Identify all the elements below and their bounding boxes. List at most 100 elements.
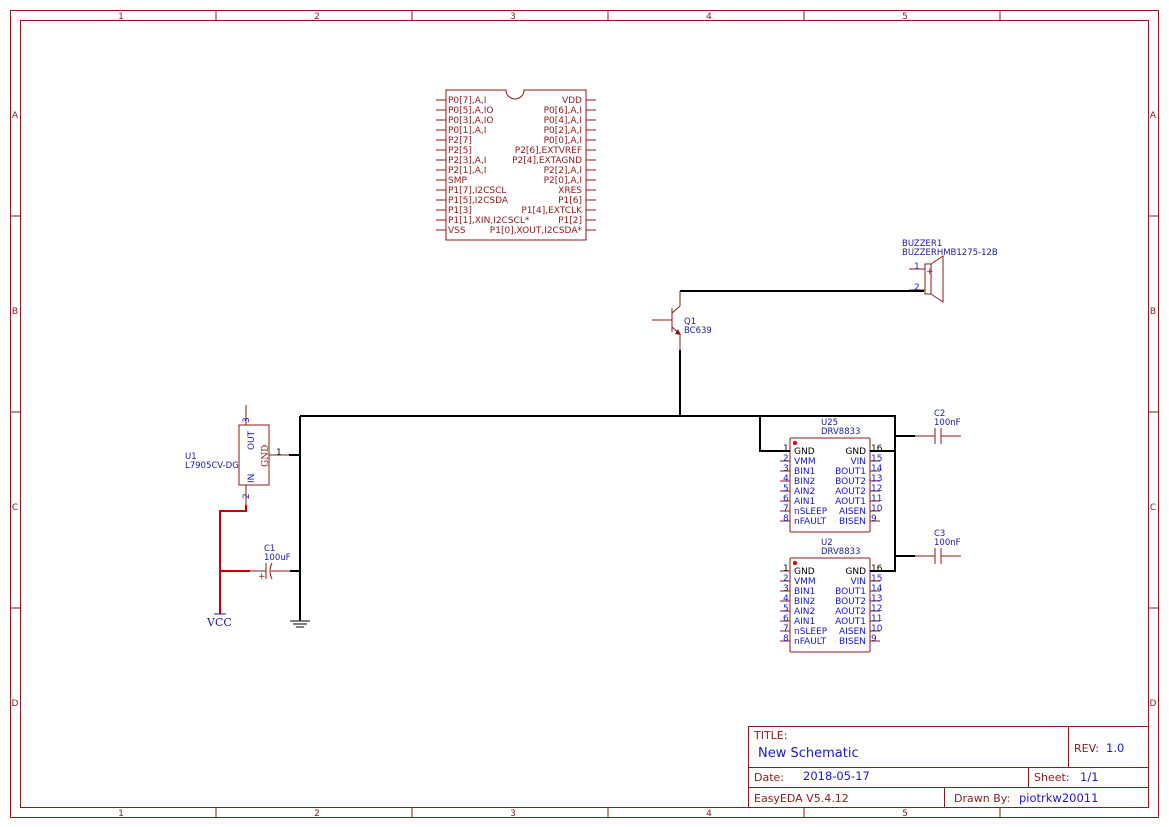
c2-value: 100nF [934, 418, 961, 428]
driver-pin-left-name: BIN1 [794, 587, 815, 597]
mcu-pin-right-label: P1[4],EXTCLK [521, 206, 583, 216]
frame-col-bottom: 5 [902, 809, 908, 819]
driver-pin-right-num: 15 [871, 454, 882, 464]
driver-pin-right-num: 9 [871, 634, 877, 644]
driver-pin-right-name: GND [845, 447, 866, 457]
driver-pin-left-name: VMM [794, 457, 816, 467]
driver-pin-left-name: nSLEEP [794, 507, 828, 517]
q1-value: BC639 [684, 326, 712, 336]
driver-pin-right-num: 16 [871, 564, 883, 574]
mcu-pin-left-label: P2[3],A,I [448, 156, 486, 166]
driver-pin-left-num: 5 [783, 484, 789, 494]
software-label: EasyEDA V5.4.12 [754, 792, 849, 805]
u1-pin3: 3 [242, 417, 252, 423]
mcu-pin-right-label: P0[2],A,I [544, 126, 582, 136]
mcu-pin-right-label: P2[4],EXTAGND [512, 156, 582, 166]
ground-symbol [290, 620, 310, 628]
driver-pin-left-name: BIN1 [794, 467, 815, 477]
driver-pin-left-name: nSLEEP [794, 627, 828, 637]
transistor-q1[interactable]: Q1 BC639 [652, 291, 712, 350]
c1-ref: C1 [264, 544, 275, 554]
frame-row-left: C [12, 503, 18, 513]
u1-gnd: GND [261, 445, 271, 467]
driver-pin-left-name: AIN2 [794, 607, 815, 617]
frame-row-right: C [1150, 503, 1156, 513]
driver-pin-right-num: 10 [871, 624, 883, 634]
mcu-pin-left-label: P1[3] [448, 206, 472, 216]
driver-pin-right-num: 15 [871, 574, 882, 584]
driver-pin-left-num: 8 [783, 634, 789, 644]
title-block: TITLE: New Schematic REV: 1.0 Date: 2018… [748, 726, 1149, 808]
driver-pin-right-num: 14 [871, 464, 883, 474]
mcu-pin-right-label: P0[4],A,I [544, 116, 582, 126]
c2-ref: C2 [934, 409, 945, 419]
frame-col-top: 5 [902, 12, 908, 22]
driver-pin-right-num: 16 [871, 444, 883, 454]
driver-pin-left-name: AIN2 [794, 487, 815, 497]
mcu-pin-left-label: P0[5],A,IO [448, 106, 494, 116]
driver-pin-right-name: AOUT1 [835, 497, 866, 507]
c1-plus: + [258, 572, 266, 582]
driver-pin-right-name: BOUT2 [835, 597, 866, 607]
driver-pin-right-num: 9 [871, 514, 877, 524]
vcc-label: VCC [206, 616, 232, 629]
driver-pin-right-name: BOUT1 [835, 587, 866, 597]
regulator-u1[interactable]: 3 2 1 OUT IN GND U1 L7905CV-DG [185, 405, 289, 505]
mcu-pin-left-label: P1[7],I2CSCL [448, 186, 506, 196]
driver-pin-right-name: BISEN [839, 637, 866, 647]
mcu-component[interactable]: P0[7],A,IP0[5],A,IOP0[3],A,IOP0[1],A,IP2… [436, 89, 596, 241]
drawn-by-label: Drawn By: [954, 792, 1010, 805]
driver-pin-right-name: AISEN [839, 627, 866, 637]
driver-ref: U25 [821, 418, 838, 428]
driver-pin-right-name: GND [845, 567, 866, 577]
mcu-pin-right-label: P1[0],XOUT,I2CSDA* [490, 226, 583, 236]
buzzer-plus: + [926, 267, 934, 277]
driver-pin-right-num: 12 [871, 604, 882, 614]
capacitor-c3[interactable]: C3 100nF [915, 529, 961, 564]
buzzer-component[interactable]: BUZZER1 BUZZERHMB1275-12B 1 2 + [902, 239, 998, 303]
capacitor-c1[interactable]: + C1 100uF [250, 544, 291, 582]
buzzer-pin2: 2 [914, 283, 920, 293]
u1-pin2: 2 [242, 493, 252, 499]
mcu-pin-left-label: P1[5],I2CSDA [448, 196, 509, 206]
u1-value: L7905CV-DG [185, 461, 239, 471]
c3-ref: C3 [934, 529, 945, 539]
title-value: New Schematic [758, 746, 859, 761]
driver-pin-right-num: 12 [871, 484, 882, 494]
mcu-pin-right-label: P1[6] [558, 196, 582, 206]
sheet-value: 1/1 [1080, 770, 1099, 784]
rev-label: REV: [1074, 742, 1099, 755]
driver-pin-right-name: AISEN [839, 507, 866, 517]
mcu-pin-right-label: P0[6],A,I [544, 106, 582, 116]
frame-row-left: B [12, 307, 18, 317]
driver-pin-left-num: 4 [783, 594, 789, 604]
title-label: TITLE: [753, 729, 787, 742]
driver-pin-left-name: GND [794, 567, 815, 577]
driver-pin-right-num: 10 [871, 504, 883, 514]
driver-pin-left-num: 6 [783, 494, 789, 504]
mcu-pin-left-label: P0[1],A,I [448, 126, 486, 136]
capacitor-c2[interactable]: C2 100nF [915, 409, 961, 444]
mcu-pin-left-label: P2[1],A,I [448, 166, 486, 176]
driver-pin-left-num: 6 [783, 614, 789, 624]
mcu-pin-left-label: P1[1],XIN,I2CSCL* [448, 216, 530, 226]
driver-pin-left-num: 2 [783, 574, 789, 584]
driver-pin-right-name: AOUT2 [835, 607, 866, 617]
driver-ref: U2 [821, 538, 833, 548]
c1-value: 100uF [264, 553, 291, 563]
driver-pin-left-name: AIN1 [794, 497, 815, 507]
driver-pin-right-num: 13 [871, 474, 882, 484]
frame-row-right: D [1150, 699, 1157, 709]
wires [219, 290, 924, 621]
frame-row-left: D [12, 699, 19, 709]
frame-row-right: B [1150, 307, 1156, 317]
driver-pin-left-name: BIN2 [794, 597, 815, 607]
mcu-pin-right-label: VDD [562, 96, 582, 106]
driver-pin-left-name: VMM [794, 577, 816, 587]
date-label: Date: [754, 771, 784, 784]
driver-pin-right-num: 11 [871, 614, 882, 624]
driver-pin-right-name: BOUT1 [835, 467, 866, 477]
